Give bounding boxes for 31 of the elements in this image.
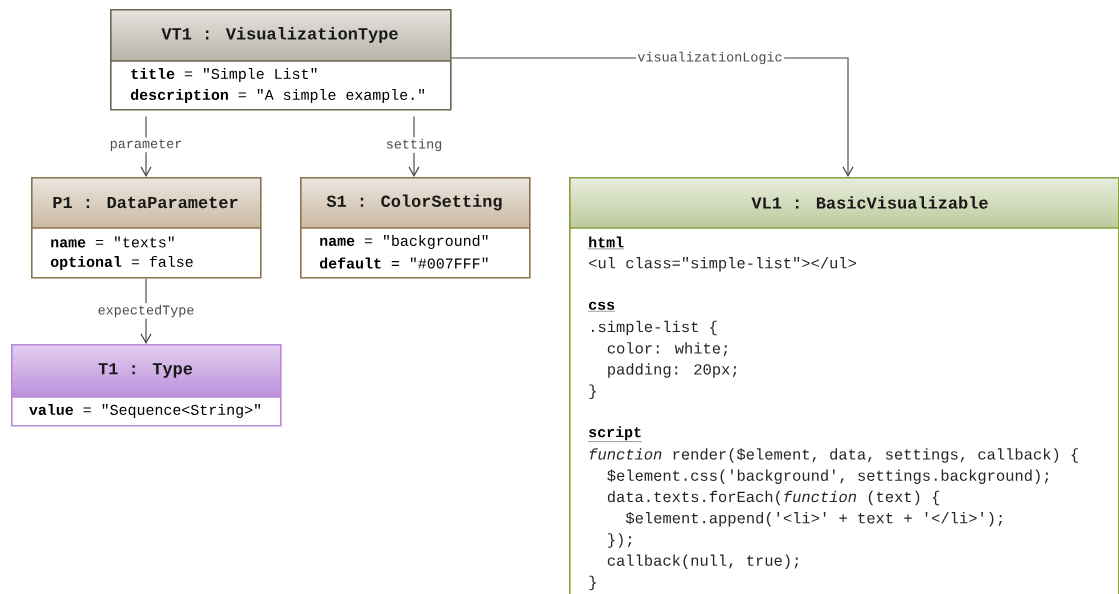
object-heading: S1 : ColorSetting [326,194,502,211]
code-line: } [589,575,596,591]
edge-label: parameter [108,137,184,153]
attribute-text: optional = false [50,256,193,270]
code-line: <ul class="simple-list"></ul> [589,257,856,272]
edge-label: setting [384,137,444,153]
attribute-text: default = "#007FFF" [319,257,488,269]
edge-label: expectedType [96,303,196,319]
attribute-text: description = "A simple example." [130,89,425,103]
object-heading: VT1 : VisualizationType [161,27,398,43]
object-heading: T1 : Type [98,363,193,378]
code-line: .simple-list { [591,320,717,336]
object-heading: VL1 : BasicVisualizable [751,196,988,209]
attribute-text: name = "texts" [51,236,174,248]
code-line: padding: 20px; [608,363,737,378]
code-line: $element.css('background', settings.background); [607,469,1049,484]
section-label: css [588,301,616,312]
section-label: script [588,426,643,442]
code-line: }); [608,533,632,548]
attribute-text: title = "Simple List" [131,68,317,82]
object-heading: P1 : DataParameter [53,196,238,209]
code-line: color: white; [607,342,727,357]
code-line: $element.append('<li>' + text + '</li>'); [625,512,1002,527]
code-line: callback(null, true); [607,554,799,569]
code-line: } [589,384,596,399]
attribute-text: value = "Sequence<String>" [29,404,260,418]
section-label: html [588,236,625,250]
code-line: data.texts.forEach(function (text) { [607,490,940,506]
edge-label: visualizationLogic [635,50,785,66]
attribute-text: name = "background" [320,235,488,249]
code-line: function render($element, data, settings, callback) { [589,448,1078,463]
